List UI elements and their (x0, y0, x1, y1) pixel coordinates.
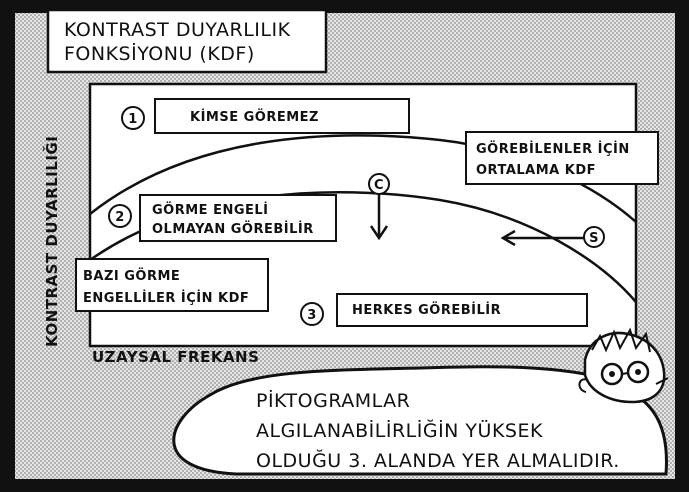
region-3-box (336, 293, 588, 327)
average-kdf-curve (89, 134, 637, 223)
region-3-number: 3 (307, 308, 317, 323)
c-marker-letter: C (374, 178, 384, 193)
region-2-marker (108, 204, 132, 228)
mascot-character-icon (578, 327, 669, 404)
s-marker-letter: S (589, 231, 599, 246)
bubble-line-3: OLDUĞU 3. ALANDA YER ALMALIDIR. (256, 448, 620, 472)
x-axis-label: UZAYSAL FREKANS (92, 348, 259, 366)
average-kdf-label-box (465, 131, 659, 185)
impaired-kdf-label-box (75, 258, 269, 312)
region-1-label: KİMSE GÖREMEZ (190, 109, 319, 125)
down-arrow-icon (369, 225, 389, 241)
title-line-1: KONTRAST DUYARLILIK (64, 19, 291, 41)
region-2-label-line-2: OLMAYAN GÖREBİLİR (152, 221, 314, 237)
title-box (46, 8, 328, 74)
region-1-marker (121, 106, 145, 130)
impaired-kdf-label-line-2: ENGELLİLER İÇİN KDF (83, 290, 249, 306)
left-arrow-icon (500, 229, 516, 247)
region-1-box (154, 98, 410, 134)
average-kdf-label-line-1: GÖREBİLENLER İÇİN (476, 141, 630, 157)
average-kdf-label-line-2: ORTALAMA KDF (476, 163, 596, 178)
region-2-number: 2 (115, 210, 125, 225)
region-2-box (139, 194, 337, 242)
region-3-marker (300, 302, 324, 326)
title-line-2: FONKSİYONU (KDF) (64, 42, 255, 65)
region-1-number: 1 (128, 112, 138, 127)
bubble-line-2: ALGILANABİLİRLİĞİN YÜKSEK (256, 418, 543, 442)
region-3-label: HERKES GÖREBİLİR (352, 302, 501, 318)
impaired-kdf-label-line-1: BAZI GÖRME (83, 268, 180, 284)
y-axis-label: KONTRAST DUYARLILIĞI (42, 136, 61, 347)
region-2-label-line-1: GÖRME ENGELİ (152, 202, 269, 218)
bubble-line-1: PİKTOGRAMLAR (256, 389, 410, 412)
